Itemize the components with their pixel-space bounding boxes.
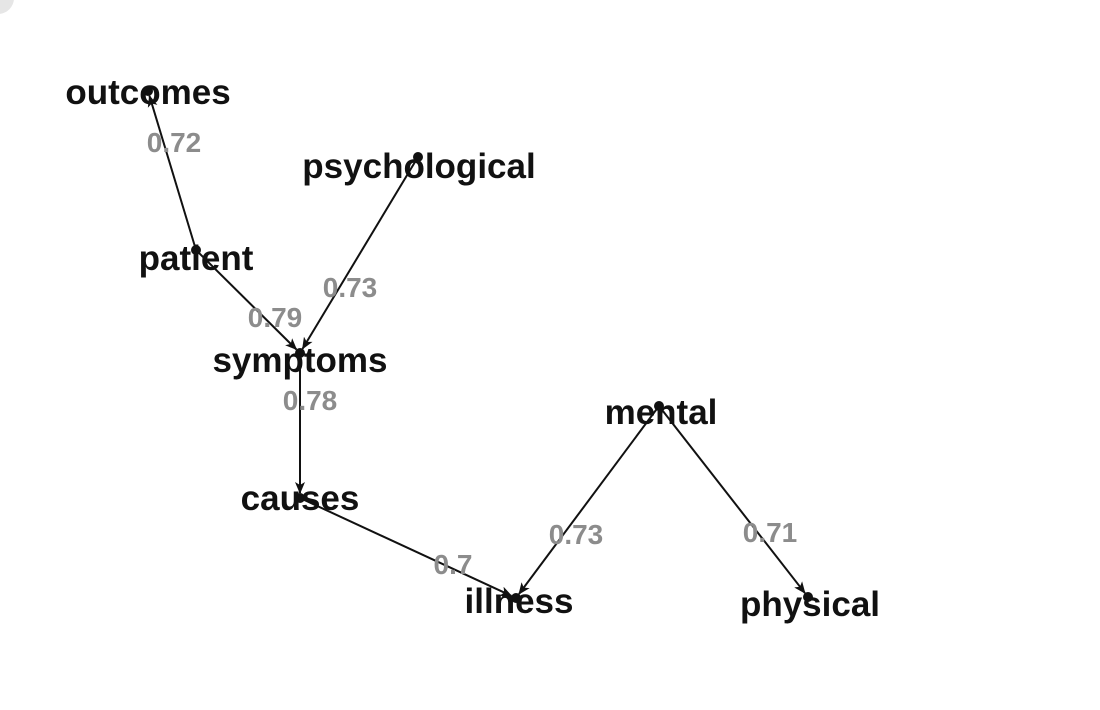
node-label: physical — [740, 585, 880, 624]
nodes-layer: outcomes psychological patient symptoms ment… — [65, 73, 880, 624]
node-mental: mental — [605, 393, 718, 432]
node-dot — [413, 152, 423, 162]
edge-weight-label: 0.73 — [549, 519, 604, 550]
node-label: causes — [241, 479, 360, 518]
edge-weight-label: 0.72 — [147, 127, 202, 158]
edge-weight-label: 0.79 — [248, 302, 303, 333]
edge-patient-outcomes — [147, 94, 197, 251]
node-dot — [803, 592, 813, 602]
edge-mental-illness — [518, 405, 660, 595]
corner-decoration — [0, 0, 14, 14]
edge-labels-layer: 0.72 0.73 0.79 0.78 0.7 0.73 0.71 — [147, 127, 798, 580]
node-symptoms: symptoms — [212, 341, 387, 380]
node-label: psychological — [302, 147, 535, 186]
node-patient: patient — [139, 239, 254, 278]
node-causes: causes — [241, 479, 360, 518]
edge-weight-label: 0.7 — [434, 549, 473, 580]
edge-psychological-symptoms — [301, 156, 419, 350]
node-label: mental — [605, 393, 718, 432]
edge-weight-label: 0.73 — [323, 272, 378, 303]
node-label: symptoms — [212, 341, 387, 380]
node-dot — [143, 86, 153, 96]
edge-weight-label: 0.71 — [743, 517, 798, 548]
node-illness: illness — [465, 582, 574, 621]
node-dot — [191, 245, 201, 255]
node-dot — [295, 348, 305, 358]
node-label: illness — [465, 582, 574, 621]
node-psychological: psychological — [302, 147, 535, 186]
node-label: outcomes — [65, 73, 230, 112]
node-dot — [511, 593, 521, 603]
edge-mental-physical — [658, 405, 806, 594]
node-dot — [295, 493, 305, 503]
node-dot — [654, 401, 664, 411]
edge-weight-label: 0.78 — [283, 385, 338, 416]
edge-patient-symptoms — [195, 249, 298, 351]
edge-causes-illness — [299, 497, 513, 597]
node-outcomes: outcomes — [65, 73, 230, 112]
edges-layer — [147, 94, 806, 597]
node-physical: physical — [740, 585, 880, 624]
node-label: patient — [139, 239, 254, 278]
